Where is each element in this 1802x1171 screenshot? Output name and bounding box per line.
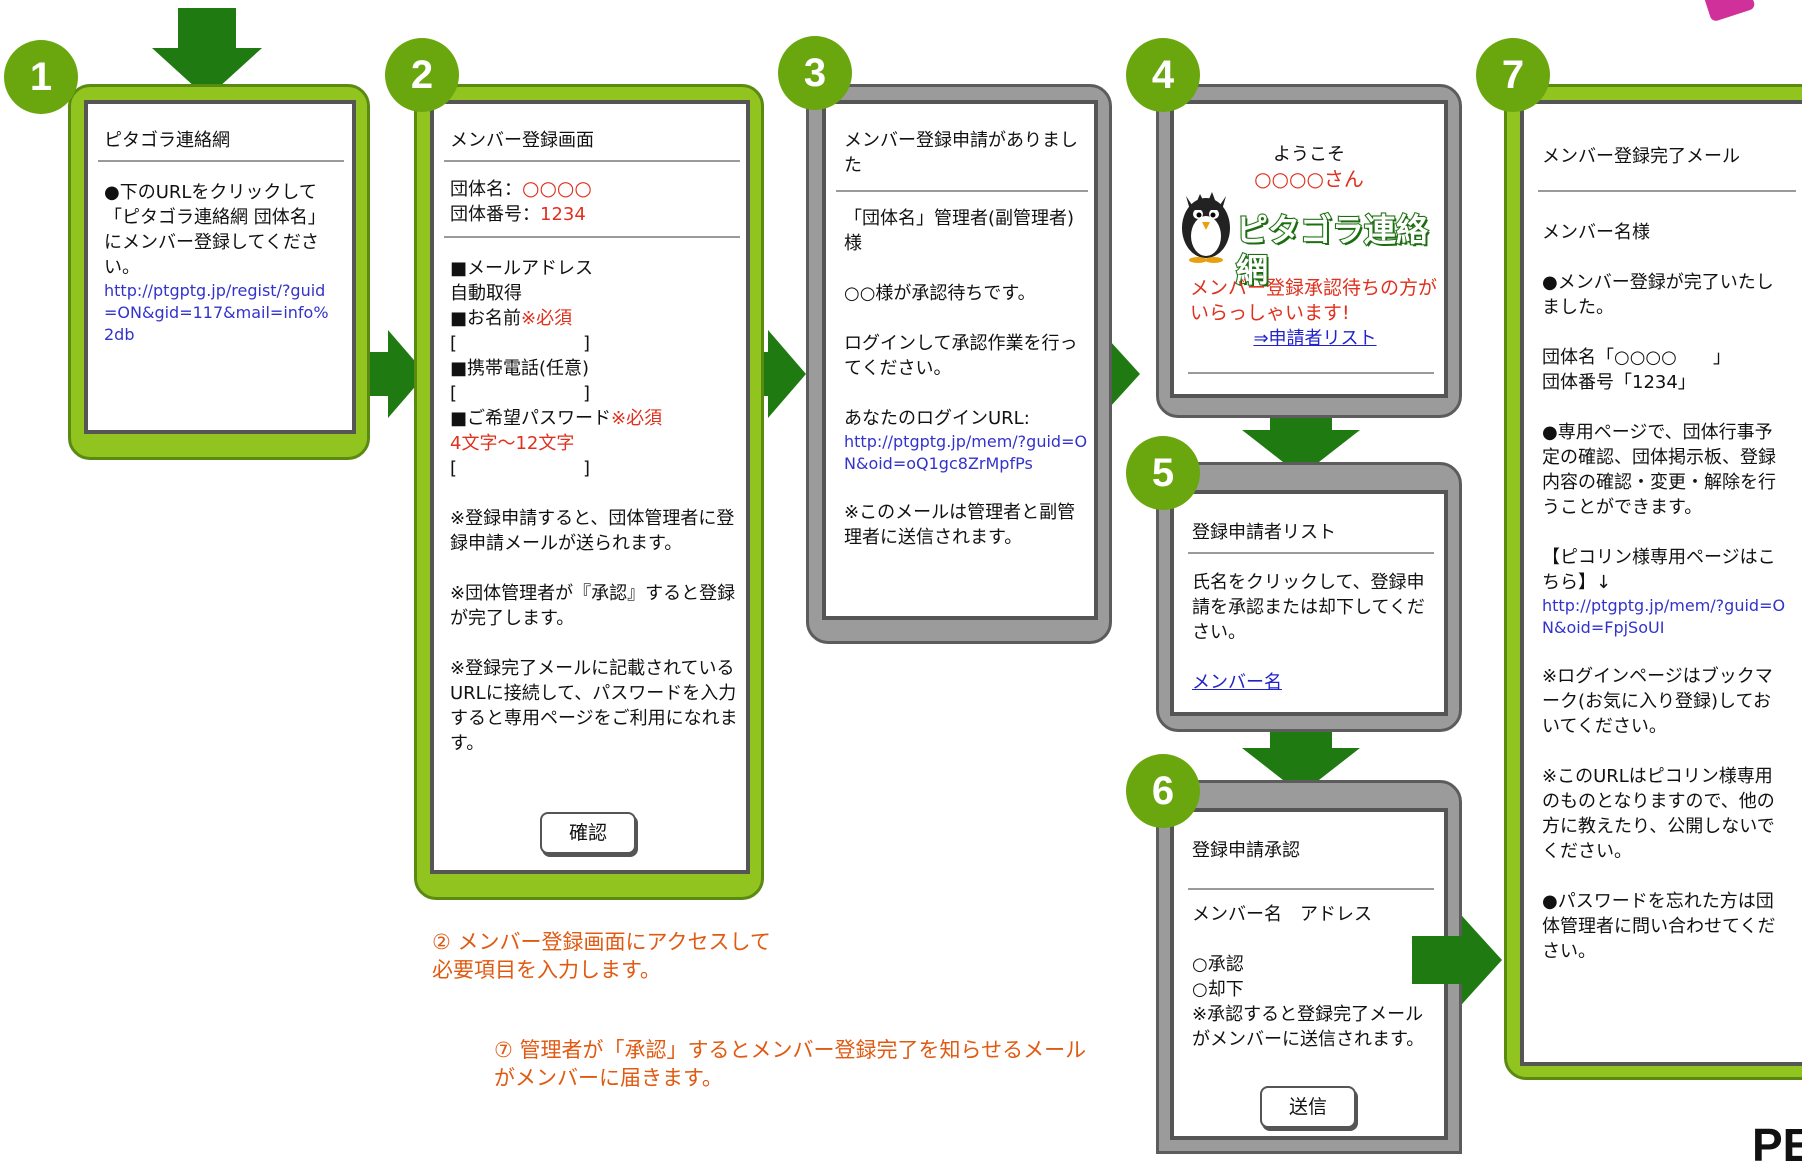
step-3-recipient: 「団体名」管理者(副管理者)様: [844, 208, 1075, 254]
caption-step-2: ② メンバー登録画面にアクセスして必要項目を入力します。: [432, 930, 771, 982]
welcome-user: ○○○○さん: [1254, 167, 1364, 191]
applicant-list-link[interactable]: ⇒申請者リスト: [1253, 328, 1377, 349]
step-7-recipient: メンバー名様: [1542, 222, 1650, 243]
step-2-note-2: ※団体管理者が『承認』すると登録が完了します。: [450, 583, 736, 629]
step-1-body: ●下のURLをクリックして「ピタゴラ連絡網 団体名」にメンバー登録してください。: [104, 182, 326, 278]
step-3-screen: メンバー登録申請がありました 「団体名」管理者(副管理者)様 ○○様が承認待ちで…: [822, 100, 1098, 620]
step-5-badge: 5: [1126, 436, 1200, 510]
send-button[interactable]: 送信: [1260, 1086, 1356, 1128]
step-7-screen: メンバー登録完了メール メンバー名様 ●メンバー登録が完了いたしました。 団体名…: [1520, 100, 1802, 1066]
step-7-group-name: 団体名「○○○○ 」: [1542, 347, 1731, 368]
step-7-private-note: ※このURLはピコリン様専用のものとなりますので、他の方に教えたり、公開しないで…: [1542, 766, 1775, 862]
name-required: ※必須: [521, 308, 573, 329]
password-field[interactable]: [ ]: [450, 458, 591, 479]
step-5-title: 登録申請者リスト: [1192, 522, 1336, 543]
approval-alert: メンバー登録承認待ちの方がいらっしゃいます!: [1190, 277, 1438, 324]
step-3-instruction: ログインして承認作業を行ってください。: [844, 333, 1078, 379]
step-2-note-3: ※登録完了メールに記載されているURLに接続して、パスワードを入力すると専用ペー…: [450, 658, 738, 754]
group-number-value: 1234: [540, 204, 586, 225]
welcome-text: ようこそ: [1273, 144, 1345, 165]
step-1-screen: ピタゴラ連絡網 ●下のURLをクリックして「ピタゴラ連絡網 団体名」にメンバー登…: [84, 100, 356, 434]
phone-field[interactable]: [ ]: [450, 383, 591, 404]
step-3-badge: 3: [778, 36, 852, 110]
corner-text: PE: [1752, 1119, 1802, 1171]
step-7-complete: ●メンバー登録が完了いたしました。: [1542, 272, 1774, 318]
group-name-value: ○○○○: [522, 176, 592, 200]
step-3-note: ※このメールは管理者と副管理者に送信されます。: [844, 502, 1076, 548]
group-name-label: 団体名：: [450, 179, 522, 200]
step-2-title: メンバー登録画面: [450, 130, 594, 151]
step-3-waiting: ○○様が承認待ちです。: [844, 283, 1036, 304]
step-6-note: ※承認すると登録完了メールがメンバーに送信されます。: [1192, 1004, 1425, 1050]
approve-radio[interactable]: ○承認: [1192, 954, 1244, 975]
arrow-into-step-1: [152, 8, 262, 98]
step-5-screen: 登録申請者リスト 氏名をクリックして、登録申請を承認または却下してください。 メ…: [1170, 490, 1448, 716]
step-7-badge: 7: [1476, 38, 1550, 112]
reject-radio[interactable]: ○却下: [1192, 979, 1244, 1000]
step-1-badge: 1: [4, 40, 78, 114]
step-2-note-1: ※登録申請すると、団体管理者に登録申請メールが送られます。: [450, 508, 735, 554]
step-6-badge: 6: [1126, 754, 1200, 828]
password-label: ■ご希望パスワード: [450, 408, 612, 429]
step-6-screen: 登録申請承認 メンバー名 アドレス ○承認 ○却下 ※承認すると登録完了メールが…: [1170, 808, 1448, 1140]
step-2-screen: メンバー登録画面 団体名：○○○○ 団体番号：1234 ■メールアドレス 自動取…: [430, 100, 750, 874]
logo-text: ピタゴラ連絡網: [1235, 210, 1429, 290]
step-1-title: ピタゴラ連絡網: [104, 130, 230, 151]
step-7-title: メンバー登録完了メール: [1542, 146, 1740, 167]
phone-label: ■携帯電話(任意): [450, 358, 590, 379]
step-7-page-label: 【ピコリン様専用ページはこちら】↓: [1542, 547, 1776, 593]
step-7-features: ●専用ページで、団体行事予定の確認、団体掲示板、登録内容の確認・変更・解除を行う…: [1542, 422, 1776, 518]
name-field[interactable]: [ ]: [450, 333, 591, 354]
member-name-header: メンバー名: [1192, 904, 1282, 925]
step-4-screen: ようこそ ○○○○さん ピタゴラ連絡網 メンバー登録承認待ちの方がいらっしゃいま…: [1170, 100, 1448, 398]
member-name-link[interactable]: メンバー名: [1192, 672, 1282, 693]
step-4-badge: 4: [1126, 38, 1200, 112]
arrow-step6-to-step7-head: [1412, 916, 1502, 1004]
step-5-body: 氏名をクリックして、登録申請を承認または却下してください。: [1192, 572, 1425, 643]
address-header: アドレス: [1300, 904, 1372, 925]
confirm-button[interactable]: 確認: [540, 812, 636, 854]
step-7-forgot-note: ●パスワードを忘れた方は団体管理者に問い合わせてください。: [1542, 891, 1776, 962]
name-label: ■お名前: [450, 308, 522, 329]
caption-step-7: ⑦ 管理者が「承認」するとメンバー登録完了を知らせるメールがメンバーに届きます。: [494, 1038, 1087, 1090]
penguin-icon: [1182, 192, 1230, 263]
step-1-url[interactable]: http://ptgptg.jp/regist/?guid=ON&gid=117…: [104, 281, 329, 344]
step-3-login-label: あなたのログインURL:: [844, 408, 1030, 429]
password-required: ※必須: [611, 408, 663, 429]
step-3-title: メンバー登録申請がありました: [844, 130, 1078, 176]
mail-value: 自動取得: [450, 283, 522, 304]
step-6-title: 登録申請承認: [1192, 840, 1300, 861]
pitagora-logo: ピタゴラ連絡網: [1176, 178, 1440, 290]
step-7-group-number: 団体番号「1234」: [1542, 372, 1696, 393]
mail-label: ■メールアドレス: [450, 258, 594, 279]
step-3-login-url[interactable]: http://ptgptg.jp/mem/?guid=ON&oid=oQ1gc8…: [844, 432, 1088, 473]
step-7-bookmark-note: ※ログインページはブックマーク(お気に入り登録)しておいてください。: [1542, 666, 1773, 737]
password-rule: 4文字～12文字: [450, 433, 575, 454]
step-7-url[interactable]: http://ptgptg.jp/mem/?guid=ON&oid=FpjSoU…: [1542, 596, 1786, 637]
step-2-badge: 2: [385, 38, 459, 112]
group-number-label: 団体番号：: [450, 204, 540, 225]
